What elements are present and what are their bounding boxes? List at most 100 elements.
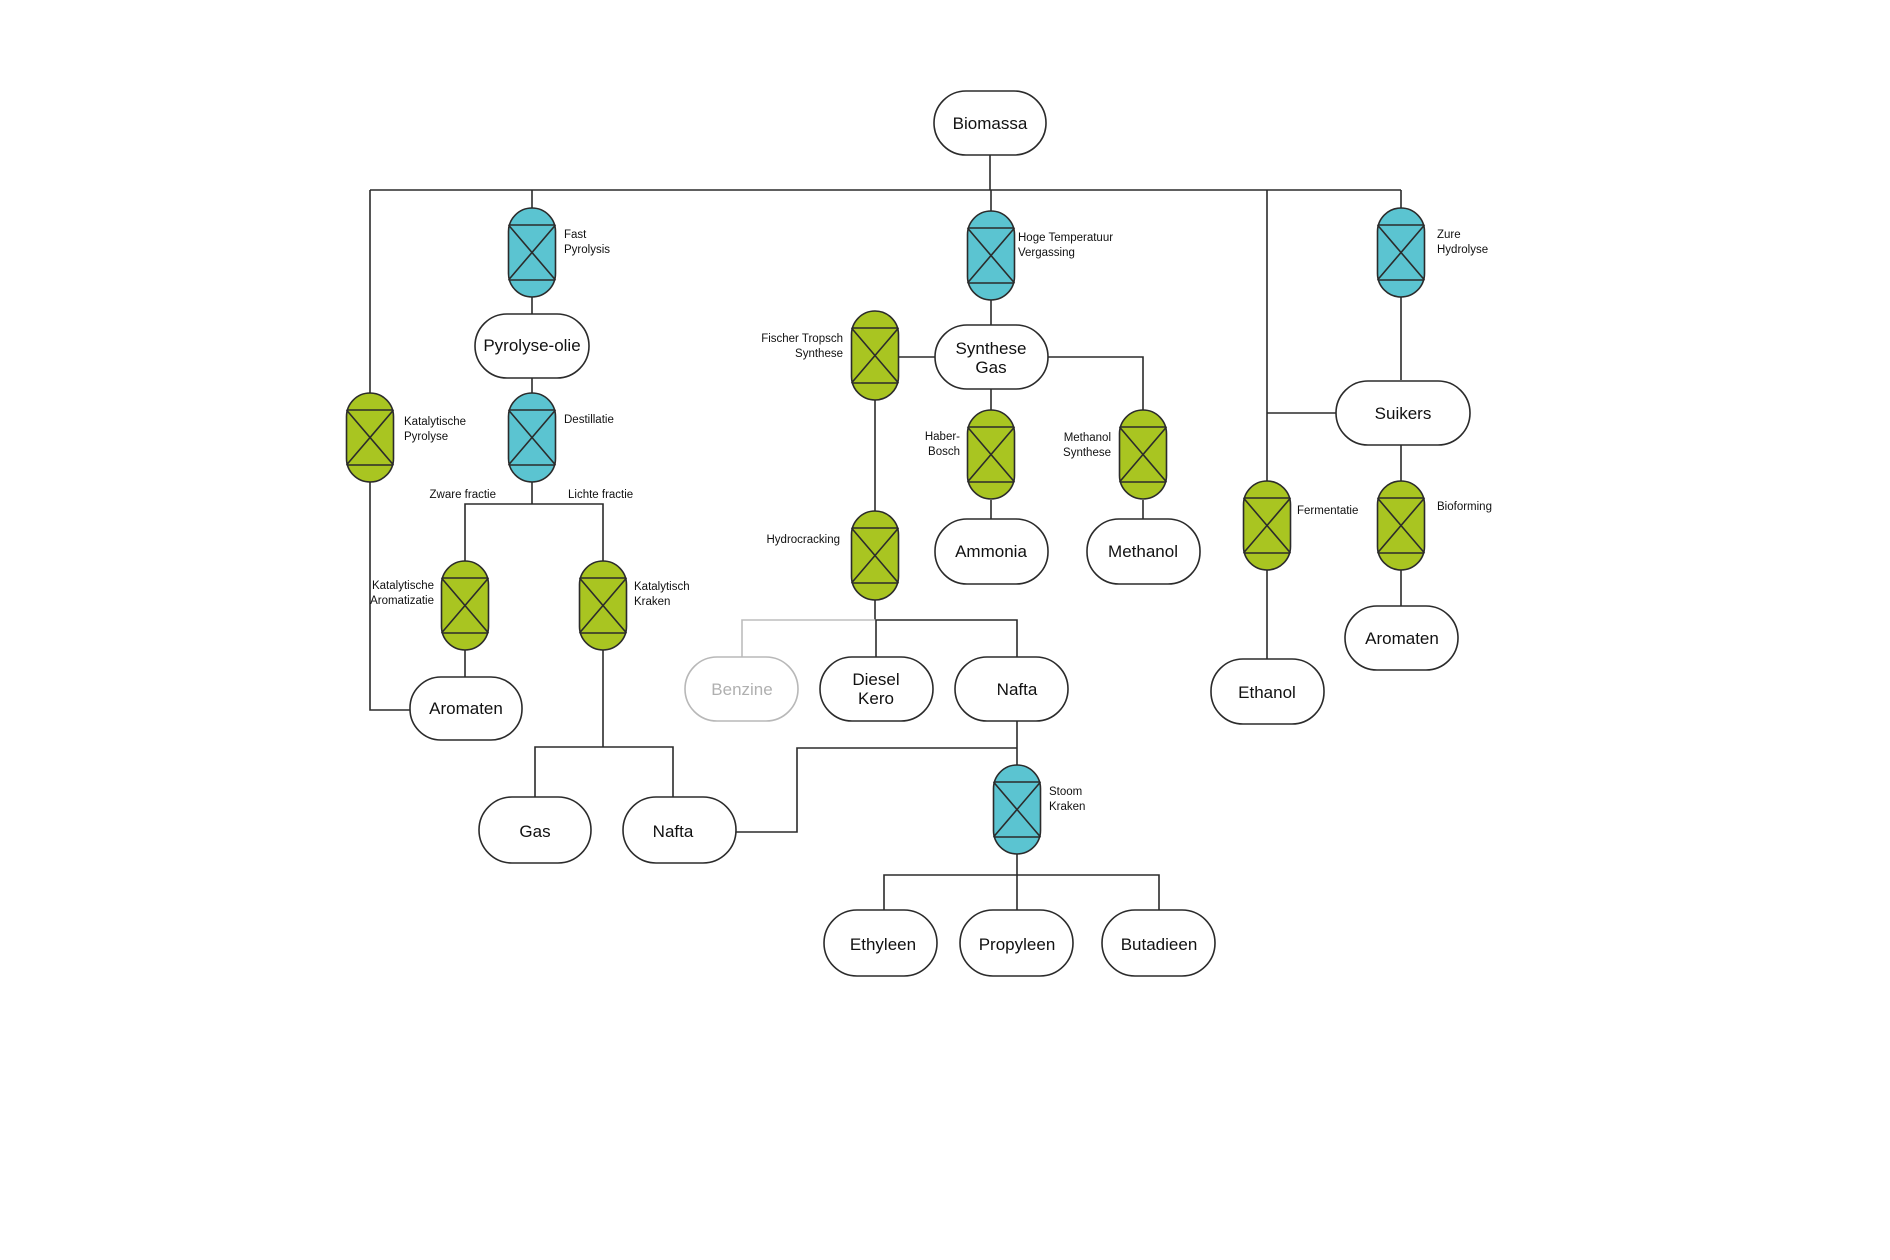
- reactor-mark: [507, 409, 557, 466]
- reactor-fermentatie: [1242, 480, 1292, 571]
- node-label: Nafta: [997, 680, 1038, 699]
- reactor-hoge-temperatuur-vergassing: [966, 210, 1016, 301]
- reactor-katalytische-pyrolyse: [345, 392, 395, 483]
- node-suikers: Suikers: [1335, 380, 1471, 446]
- reactor-katalytische-aromatizatie: [440, 560, 490, 651]
- reactor-mark: [440, 577, 490, 634]
- node-nafta-left: Nafta: [622, 796, 737, 864]
- node-synthese-gas: Synthese Gas: [934, 324, 1049, 390]
- node-label: Methanol: [1108, 542, 1178, 561]
- reactor-mark: [345, 409, 395, 466]
- reactor-bioforming: [1376, 480, 1426, 571]
- node-butadieen: Butadieen: [1101, 909, 1216, 977]
- process-labels: Fast Pyrolysis Destillatie Katalytische …: [370, 229, 1492, 813]
- reactor-mark: [850, 527, 900, 584]
- reactor-fischer-tropsch-synthese: [850, 310, 900, 401]
- reactor-mark: [1376, 224, 1426, 281]
- node-label: Ethanol: [1238, 683, 1296, 702]
- reactor-methanol-synthese: [1118, 409, 1168, 500]
- process-label: Hydrolyse: [1437, 244, 1488, 256]
- reactor-haber-bosch: [966, 409, 1016, 500]
- node-label: Ammonia: [955, 542, 1027, 561]
- reactor-stoom-kraken: [992, 764, 1042, 855]
- node-label: Biomassa: [953, 114, 1028, 133]
- reactor-mark: [578, 577, 628, 634]
- branch-label-zware-fractie: Zware fractie: [430, 489, 496, 501]
- node-biomassa: Biomassa: [933, 90, 1047, 156]
- node-nafta-mid: Nafta: [954, 656, 1069, 722]
- connector: [736, 747, 1017, 833]
- process-label: Aromatizatie: [370, 595, 434, 607]
- branch-label-lichte-fractie: Lichte fractie: [568, 489, 633, 501]
- node-label: Ethyleen: [850, 935, 916, 954]
- reactor-mark: [850, 327, 900, 384]
- node-label: Synthese: [956, 339, 1027, 358]
- node-ethanol: Ethanol: [1210, 658, 1325, 725]
- process-label: Zure: [1437, 229, 1461, 241]
- reactor-mark: [507, 224, 557, 281]
- process-label: Katalytische: [404, 416, 466, 428]
- connector: [876, 619, 1018, 657]
- process-label: Stoom: [1049, 786, 1082, 798]
- process-label: Bosch: [928, 446, 960, 458]
- node-ethyleen: Ethyleen: [823, 909, 938, 977]
- process-label: Katalytisch: [634, 581, 690, 593]
- node-aromaten-right: Aromaten: [1344, 605, 1459, 671]
- node-aromaten-left: Aromaten: [409, 676, 523, 741]
- connector: [1048, 356, 1144, 410]
- process-label: Kraken: [1049, 801, 1085, 813]
- process-label: Haber-: [925, 431, 960, 443]
- process-label: Synthese: [1063, 447, 1111, 459]
- node-pyrolyse-olie: Pyrolyse-olie: [474, 313, 590, 379]
- connector-lines: [369, 155, 1402, 910]
- node-label: Propyleen: [979, 935, 1056, 954]
- connector-faded: [741, 619, 875, 657]
- reactors: [345, 207, 1426, 855]
- node-propyleen: Propyleen: [959, 909, 1074, 977]
- node-label: Kero: [858, 689, 894, 708]
- process-label: Synthese: [795, 348, 843, 360]
- process-label: Destillatie: [564, 414, 614, 426]
- node-label: Gas: [975, 358, 1006, 377]
- process-label: Vergassing: [1018, 247, 1075, 259]
- connector: [883, 874, 1160, 910]
- process-label: Fermentatie: [1297, 505, 1358, 517]
- node-label: Benzine: [711, 680, 772, 699]
- process-label: Pyrolysis: [564, 244, 610, 256]
- connector: [369, 482, 410, 711]
- process-label: Methanol: [1064, 432, 1111, 444]
- reactor-mark: [1242, 497, 1292, 554]
- process-label: Kraken: [634, 596, 670, 608]
- reactor-mark: [1376, 497, 1426, 554]
- node-label: Aromaten: [429, 699, 503, 718]
- reactor-katalytisch-kraken: [578, 560, 628, 651]
- node-label: Suikers: [1375, 404, 1432, 423]
- process-label: Katalytische: [372, 580, 434, 592]
- connector: [534, 746, 674, 797]
- process-label: Pyrolyse: [404, 431, 448, 443]
- reactor-hydrocracking: [850, 510, 900, 601]
- process-label: Fischer Tropsch: [761, 333, 843, 345]
- node-methanol: Methanol: [1086, 518, 1201, 585]
- reactor-mark: [966, 227, 1016, 284]
- process-label: Bioforming: [1437, 501, 1492, 513]
- node-label: Gas: [519, 822, 550, 841]
- node-diesel-kero: Diesel Kero: [819, 656, 934, 722]
- process-label: Hoge Temperatuur: [1018, 232, 1113, 244]
- reactor-mark: [1118, 426, 1168, 483]
- reactor-fast-pyrolysis: [507, 207, 557, 298]
- node-ammonia: Ammonia: [934, 518, 1049, 585]
- node-label: Aromaten: [1365, 629, 1439, 648]
- node-label: Pyrolyse-olie: [483, 336, 580, 355]
- node-label: Diesel: [852, 670, 899, 689]
- connector: [464, 503, 604, 561]
- process-label: Hydrocracking: [767, 534, 841, 546]
- node-gas: Gas: [478, 796, 592, 864]
- node-label: Nafta: [653, 822, 694, 841]
- reactor-mark: [992, 781, 1042, 838]
- reactor-destillatie: [507, 392, 557, 483]
- node-benzine: Benzine: [684, 656, 799, 722]
- reactor-zure-hydrolyse: [1376, 207, 1426, 298]
- process-label: Fast: [564, 229, 587, 241]
